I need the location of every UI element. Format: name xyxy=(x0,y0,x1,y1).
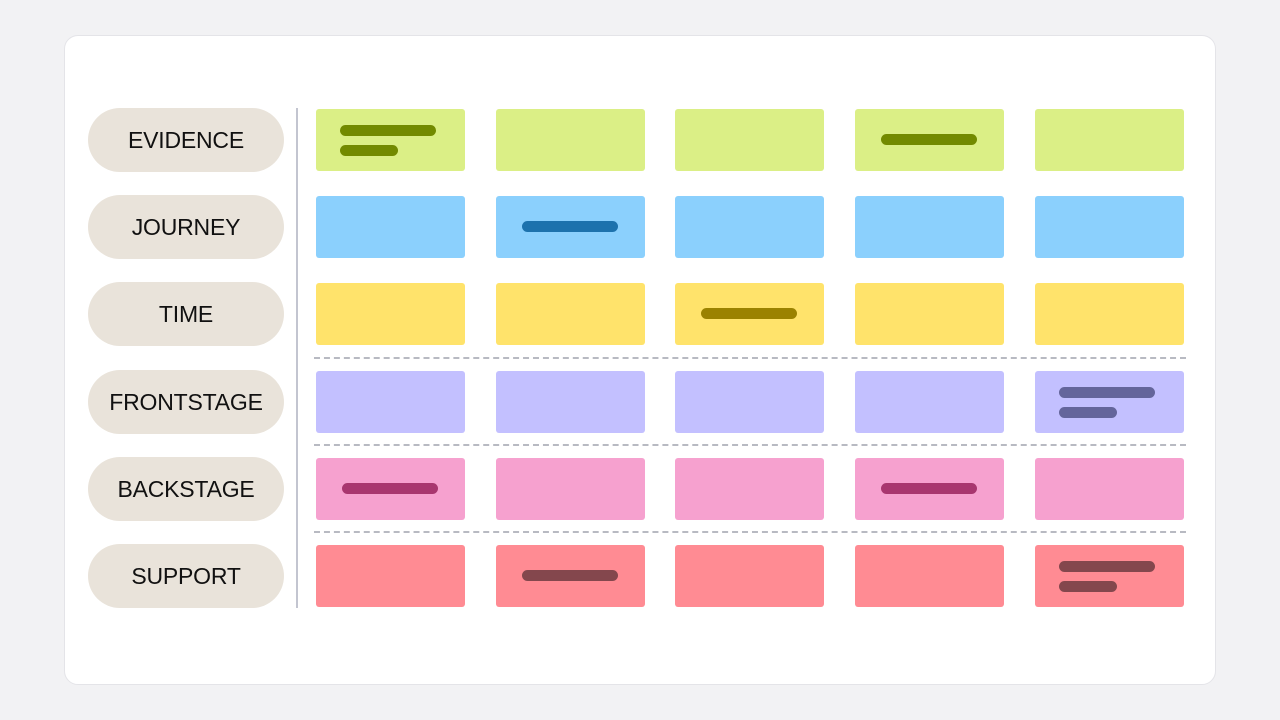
note-text-line xyxy=(342,483,438,494)
note-text-line xyxy=(1059,581,1117,592)
sticky-note[interactable] xyxy=(316,283,465,345)
line-of-internal-interaction xyxy=(314,531,1186,533)
sticky-note[interactable] xyxy=(675,283,824,345)
sticky-note[interactable] xyxy=(1035,545,1184,607)
sticky-note[interactable] xyxy=(1035,283,1184,345)
sticky-note[interactable] xyxy=(675,109,824,171)
sticky-note[interactable] xyxy=(316,109,465,171)
sticky-note[interactable] xyxy=(1035,196,1184,258)
sticky-note[interactable] xyxy=(855,371,1004,433)
lane-divider xyxy=(296,108,298,608)
note-text-line xyxy=(340,125,436,136)
note-text-line xyxy=(522,221,618,232)
sticky-note[interactable] xyxy=(675,458,824,520)
sticky-note[interactable] xyxy=(675,371,824,433)
line-of-visibility xyxy=(314,444,1186,446)
lane-label-support[interactable]: SUPPORT xyxy=(88,544,284,608)
lane-label-time[interactable]: TIME xyxy=(88,282,284,346)
sticky-note[interactable] xyxy=(855,109,1004,171)
sticky-note[interactable] xyxy=(675,196,824,258)
line-of-interaction xyxy=(314,357,1186,359)
sticky-note[interactable] xyxy=(675,545,824,607)
note-text-line xyxy=(701,308,797,319)
note-text-line xyxy=(881,134,977,145)
sticky-note[interactable] xyxy=(1035,109,1184,171)
sticky-note[interactable] xyxy=(496,458,645,520)
note-text-line xyxy=(1059,407,1117,418)
lane-label-backstage[interactable]: BACKSTAGE xyxy=(88,457,284,521)
note-text-line xyxy=(522,570,618,581)
sticky-note[interactable] xyxy=(855,283,1004,345)
sticky-note[interactable] xyxy=(1035,371,1184,433)
lane-label-journey[interactable]: JOURNEY xyxy=(88,195,284,259)
note-text-line xyxy=(340,145,398,156)
note-text-line xyxy=(1059,387,1155,398)
sticky-note[interactable] xyxy=(496,109,645,171)
sticky-note[interactable] xyxy=(316,196,465,258)
sticky-note[interactable] xyxy=(1035,458,1184,520)
note-text-line xyxy=(881,483,977,494)
sticky-note[interactable] xyxy=(316,371,465,433)
sticky-note[interactable] xyxy=(496,196,645,258)
lane-label-frontstage[interactable]: FRONTSTAGE xyxy=(88,370,284,434)
sticky-note[interactable] xyxy=(855,196,1004,258)
lane-label-evidence[interactable]: EVIDENCE xyxy=(88,108,284,172)
sticky-note[interactable] xyxy=(855,458,1004,520)
sticky-note[interactable] xyxy=(855,545,1004,607)
sticky-note[interactable] xyxy=(496,283,645,345)
sticky-note[interactable] xyxy=(316,545,465,607)
sticky-note[interactable] xyxy=(496,371,645,433)
note-text-line xyxy=(1059,561,1155,572)
sticky-note[interactable] xyxy=(316,458,465,520)
sticky-note[interactable] xyxy=(496,545,645,607)
